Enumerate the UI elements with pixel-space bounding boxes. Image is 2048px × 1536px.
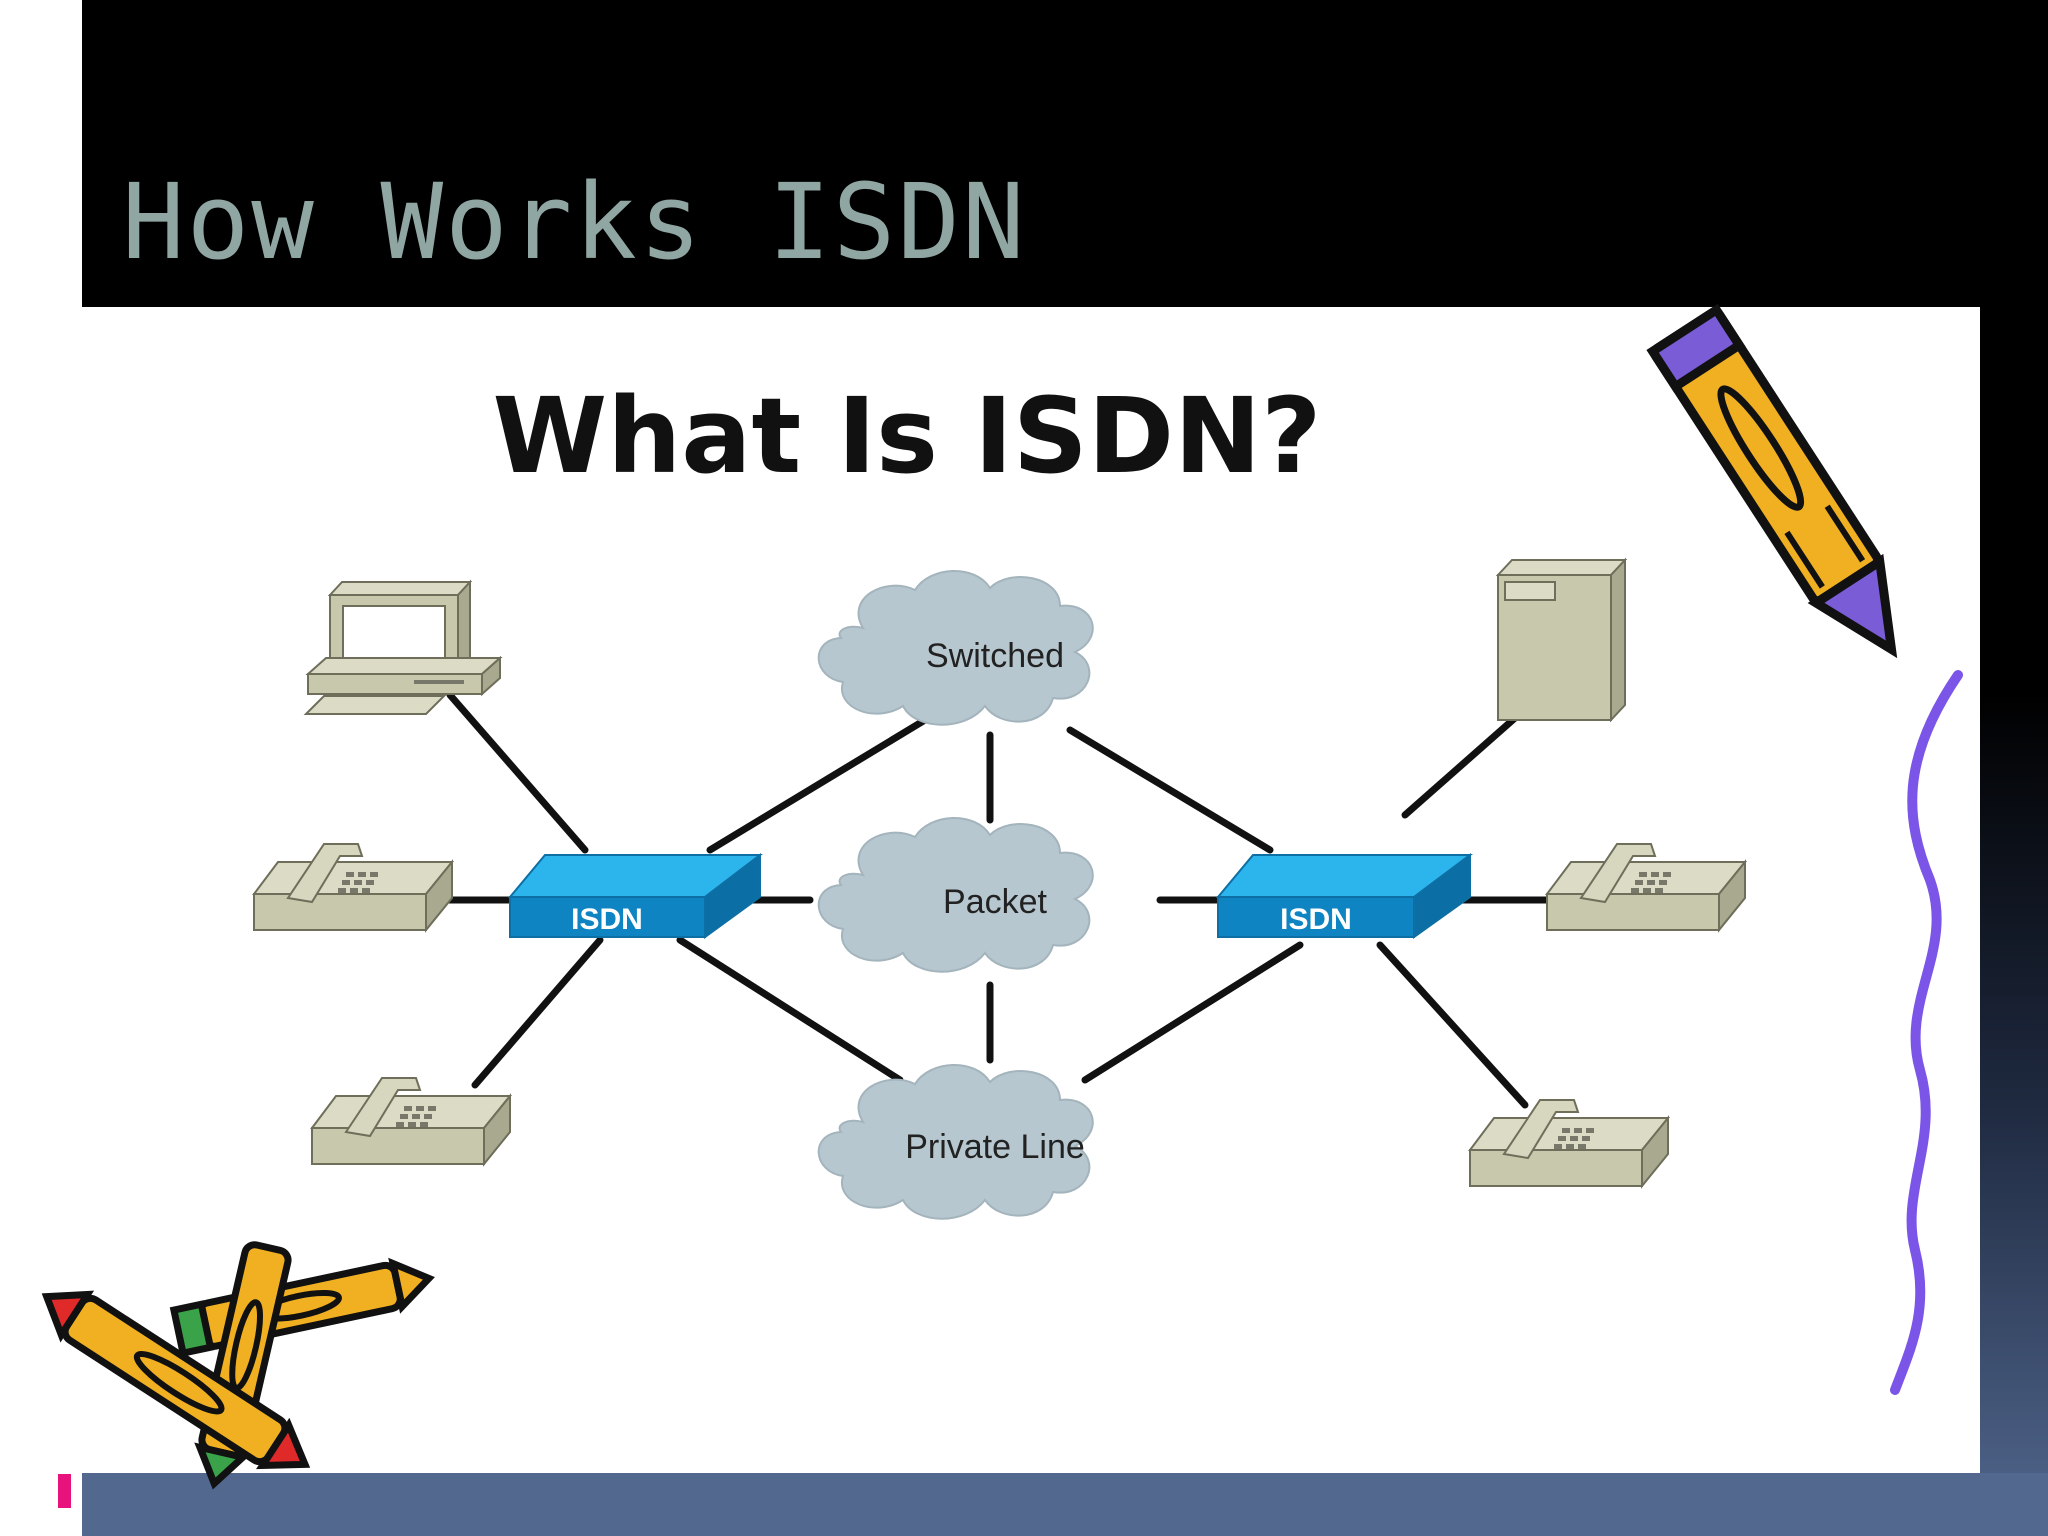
- server-icon: [1495, 557, 1628, 723]
- telephone-icon: [1469, 1099, 1669, 1187]
- cloud-packet: Packet: [817, 816, 1094, 973]
- slide-title: How Works ISDN: [122, 161, 1027, 283]
- cloud-private-line: Private Line: [817, 1063, 1094, 1220]
- cloud-label-switched: Switched: [926, 637, 1064, 675]
- crossed-crayons-icon: [41, 1241, 435, 1490]
- network-links: [436, 691, 1589, 1109]
- accent-mark: [58, 1474, 71, 1508]
- telephone-icon: [1546, 843, 1746, 931]
- isdn-switch-left-label: ISDN: [571, 903, 643, 936]
- cloud-label-private-line: Private Line: [905, 1128, 1085, 1166]
- cloud-label-packet: Packet: [943, 883, 1047, 921]
- diagram-heading: What Is ISDN?: [493, 375, 1322, 497]
- computer-icon: [303, 579, 503, 715]
- telephone-icon: [253, 843, 453, 931]
- isdn-switch-right: ISDN: [1215, 853, 1473, 939]
- isdn-switch-left: ISDN: [507, 852, 763, 939]
- header-band: [82, 0, 2048, 307]
- left-margin-strip: [0, 0, 82, 1536]
- cloud-switched: Switched: [817, 569, 1094, 726]
- bottom-band: [82, 1473, 2048, 1536]
- pencil-icon: [1646, 303, 1898, 659]
- telephone-icon: [311, 1077, 511, 1165]
- squiggle-line-icon: [1890, 670, 1963, 1395]
- isdn-switch-right-label: ISDN: [1280, 903, 1352, 936]
